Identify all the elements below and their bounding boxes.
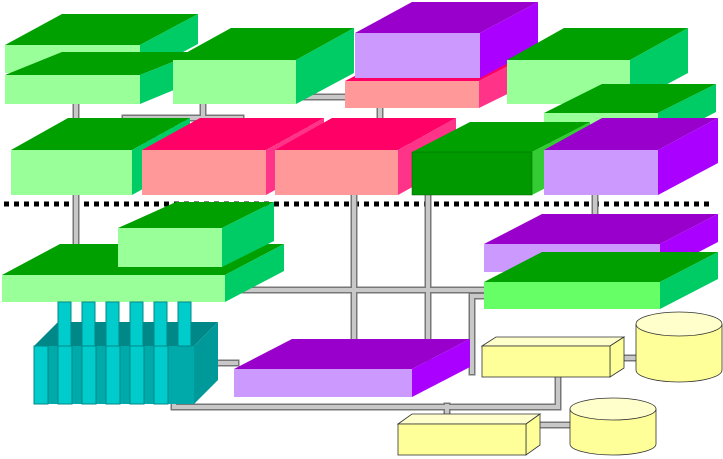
database-cylinder-lower — [569, 397, 657, 456]
box-purple-row2-right — [544, 118, 718, 195]
box-green-top-middle — [173, 28, 354, 104]
server-rack — [33, 301, 218, 405]
box-cream-right — [480, 336, 626, 378]
box-green-lower-right — [484, 252, 718, 309]
database-cylinder-upper — [635, 311, 723, 383]
box-purple-bottom-center — [234, 339, 470, 397]
box-green-lower-left-small — [118, 202, 274, 267]
box-cream-bottom — [396, 413, 542, 456]
box-purple-top-center — [355, 2, 538, 78]
